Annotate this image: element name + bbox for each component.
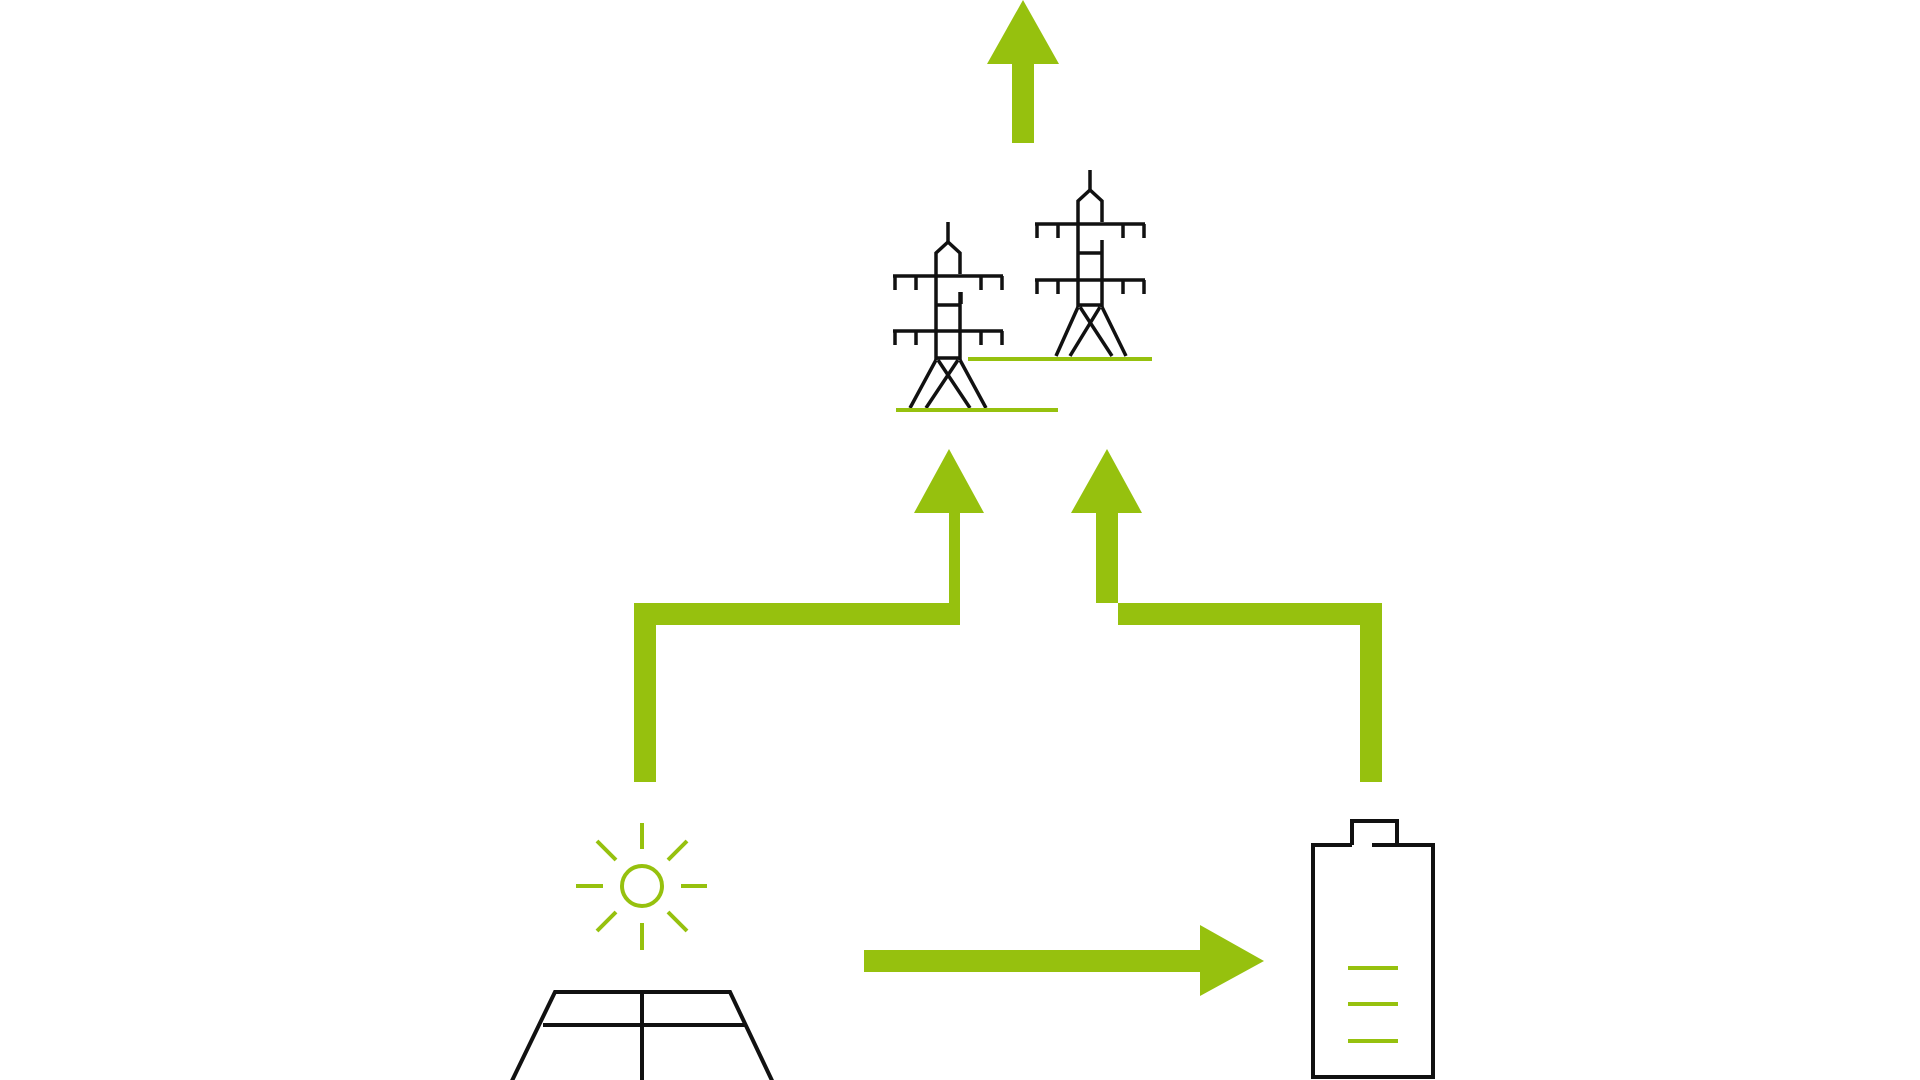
battery-charge-level [1348, 966, 1398, 1043]
left-pylon-icon [893, 222, 1004, 409]
sun-over-solar-panel-icon [510, 823, 774, 1080]
battery-to-grid-arrow [1071, 449, 1382, 782]
solar-panel-icon [510, 990, 774, 1080]
solar-to-battery-arrow [864, 925, 1264, 996]
battery-icon [1311, 819, 1435, 1079]
solar-to-grid-arrow [634, 449, 984, 782]
power-pylons-icon [893, 170, 1152, 412]
right-pylon-icon [1035, 170, 1146, 357]
grid-export-arrow [987, 0, 1059, 143]
sun-icon [576, 823, 707, 950]
battery-outline [1311, 819, 1435, 1079]
